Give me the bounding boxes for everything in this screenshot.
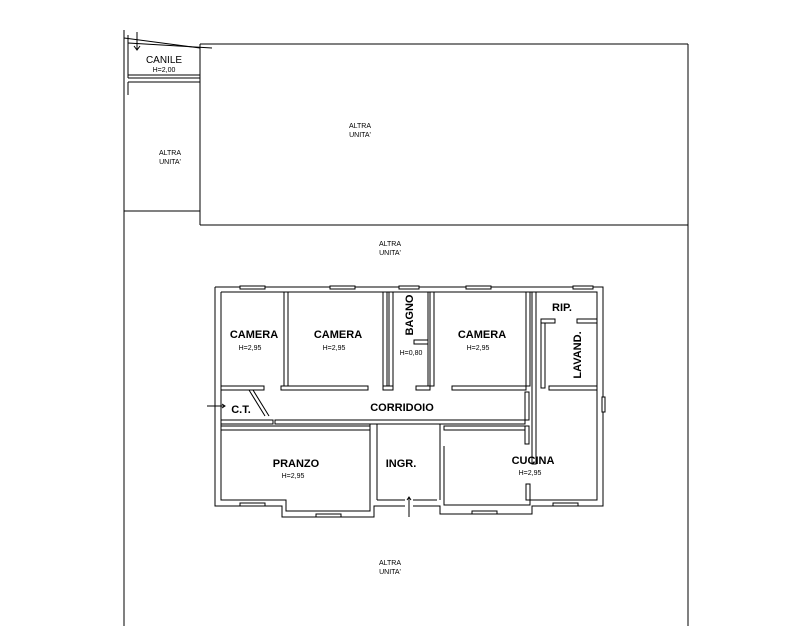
site-boundaries bbox=[123, 30, 689, 626]
room-lavand: LAVAND. bbox=[572, 331, 584, 378]
room-camera-3: CAMERA bbox=[458, 329, 506, 341]
kennel-label: CANILE bbox=[146, 55, 182, 66]
room-cucina-height: H=2,95 bbox=[519, 470, 542, 477]
room-bagno-height: H=0,80 bbox=[400, 350, 423, 357]
other-unit-label: ALTRA bbox=[349, 123, 371, 130]
building-walls bbox=[207, 285, 606, 518]
other-unit-label: ALTRA bbox=[379, 560, 401, 567]
room-rip: RIP. bbox=[552, 302, 572, 314]
other-unit-label: UNITA' bbox=[159, 159, 181, 166]
room-cucina: CUCINA bbox=[512, 455, 555, 467]
room-bagno: BAGNO bbox=[404, 294, 416, 335]
kennel-height: H=2,00 bbox=[153, 67, 176, 74]
other-unit-label: UNITA' bbox=[379, 250, 401, 257]
room-camera-2: CAMERA bbox=[314, 329, 362, 341]
room-pranzo-height: H=2,95 bbox=[282, 473, 305, 480]
other-unit-label: UNITA' bbox=[349, 132, 371, 139]
room-camera-1: CAMERA bbox=[230, 329, 278, 341]
kennel bbox=[123, 32, 213, 95]
room-ingr: INGR. bbox=[386, 458, 417, 470]
room-pranzo: PRANZO bbox=[273, 458, 320, 470]
room-camera-3-height: H=2,95 bbox=[467, 345, 490, 352]
room-ct: C.T. bbox=[231, 404, 251, 416]
room-camera-2-height: H=2,95 bbox=[323, 345, 346, 352]
room-corridoio: CORRIDOIO bbox=[370, 402, 434, 414]
other-unit-label: ALTRA bbox=[159, 150, 181, 157]
room-camera-1-height: H=2,95 bbox=[239, 345, 262, 352]
other-unit-label: UNITA' bbox=[379, 569, 401, 576]
other-unit-label: ALTRA bbox=[379, 241, 401, 248]
